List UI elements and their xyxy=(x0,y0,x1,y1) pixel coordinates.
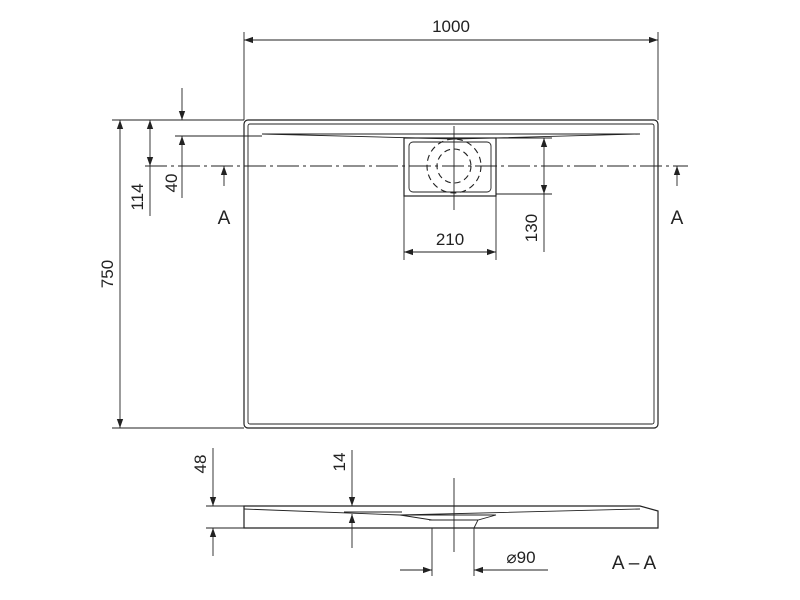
tray-outline xyxy=(243,119,659,429)
dimension-drain-offset-label: 114 xyxy=(128,183,147,210)
drain-channel xyxy=(261,133,641,140)
section-mark-right: A xyxy=(671,208,684,229)
dimension-outlet-label: ⌀90 xyxy=(506,548,535,567)
side-view: 48 14 ⌀90 A – A xyxy=(191,448,659,576)
dimension-length-label: 750 xyxy=(98,260,117,288)
dimension-height-label: 48 xyxy=(191,455,210,474)
tray-drain-outlet xyxy=(399,514,497,529)
top-view: A A 1000 750 114 40 210 130 xyxy=(98,17,688,429)
dimension-depth-label: 14 xyxy=(330,453,349,472)
dimension-channel-label: 40 xyxy=(162,174,181,193)
dimension-drain-width-label: 210 xyxy=(436,230,464,249)
section-mark-left: A xyxy=(218,208,231,229)
tray-surface-slope xyxy=(243,508,641,516)
tray-inner-edge xyxy=(247,123,655,425)
drain-box-outer xyxy=(403,137,497,197)
section-label: A – A xyxy=(612,553,657,574)
dimension-drain-height-label: 130 xyxy=(522,214,541,242)
tray-profile xyxy=(243,505,659,529)
dimension-width-label: 1000 xyxy=(432,17,470,36)
drain-box-inner xyxy=(408,141,492,193)
